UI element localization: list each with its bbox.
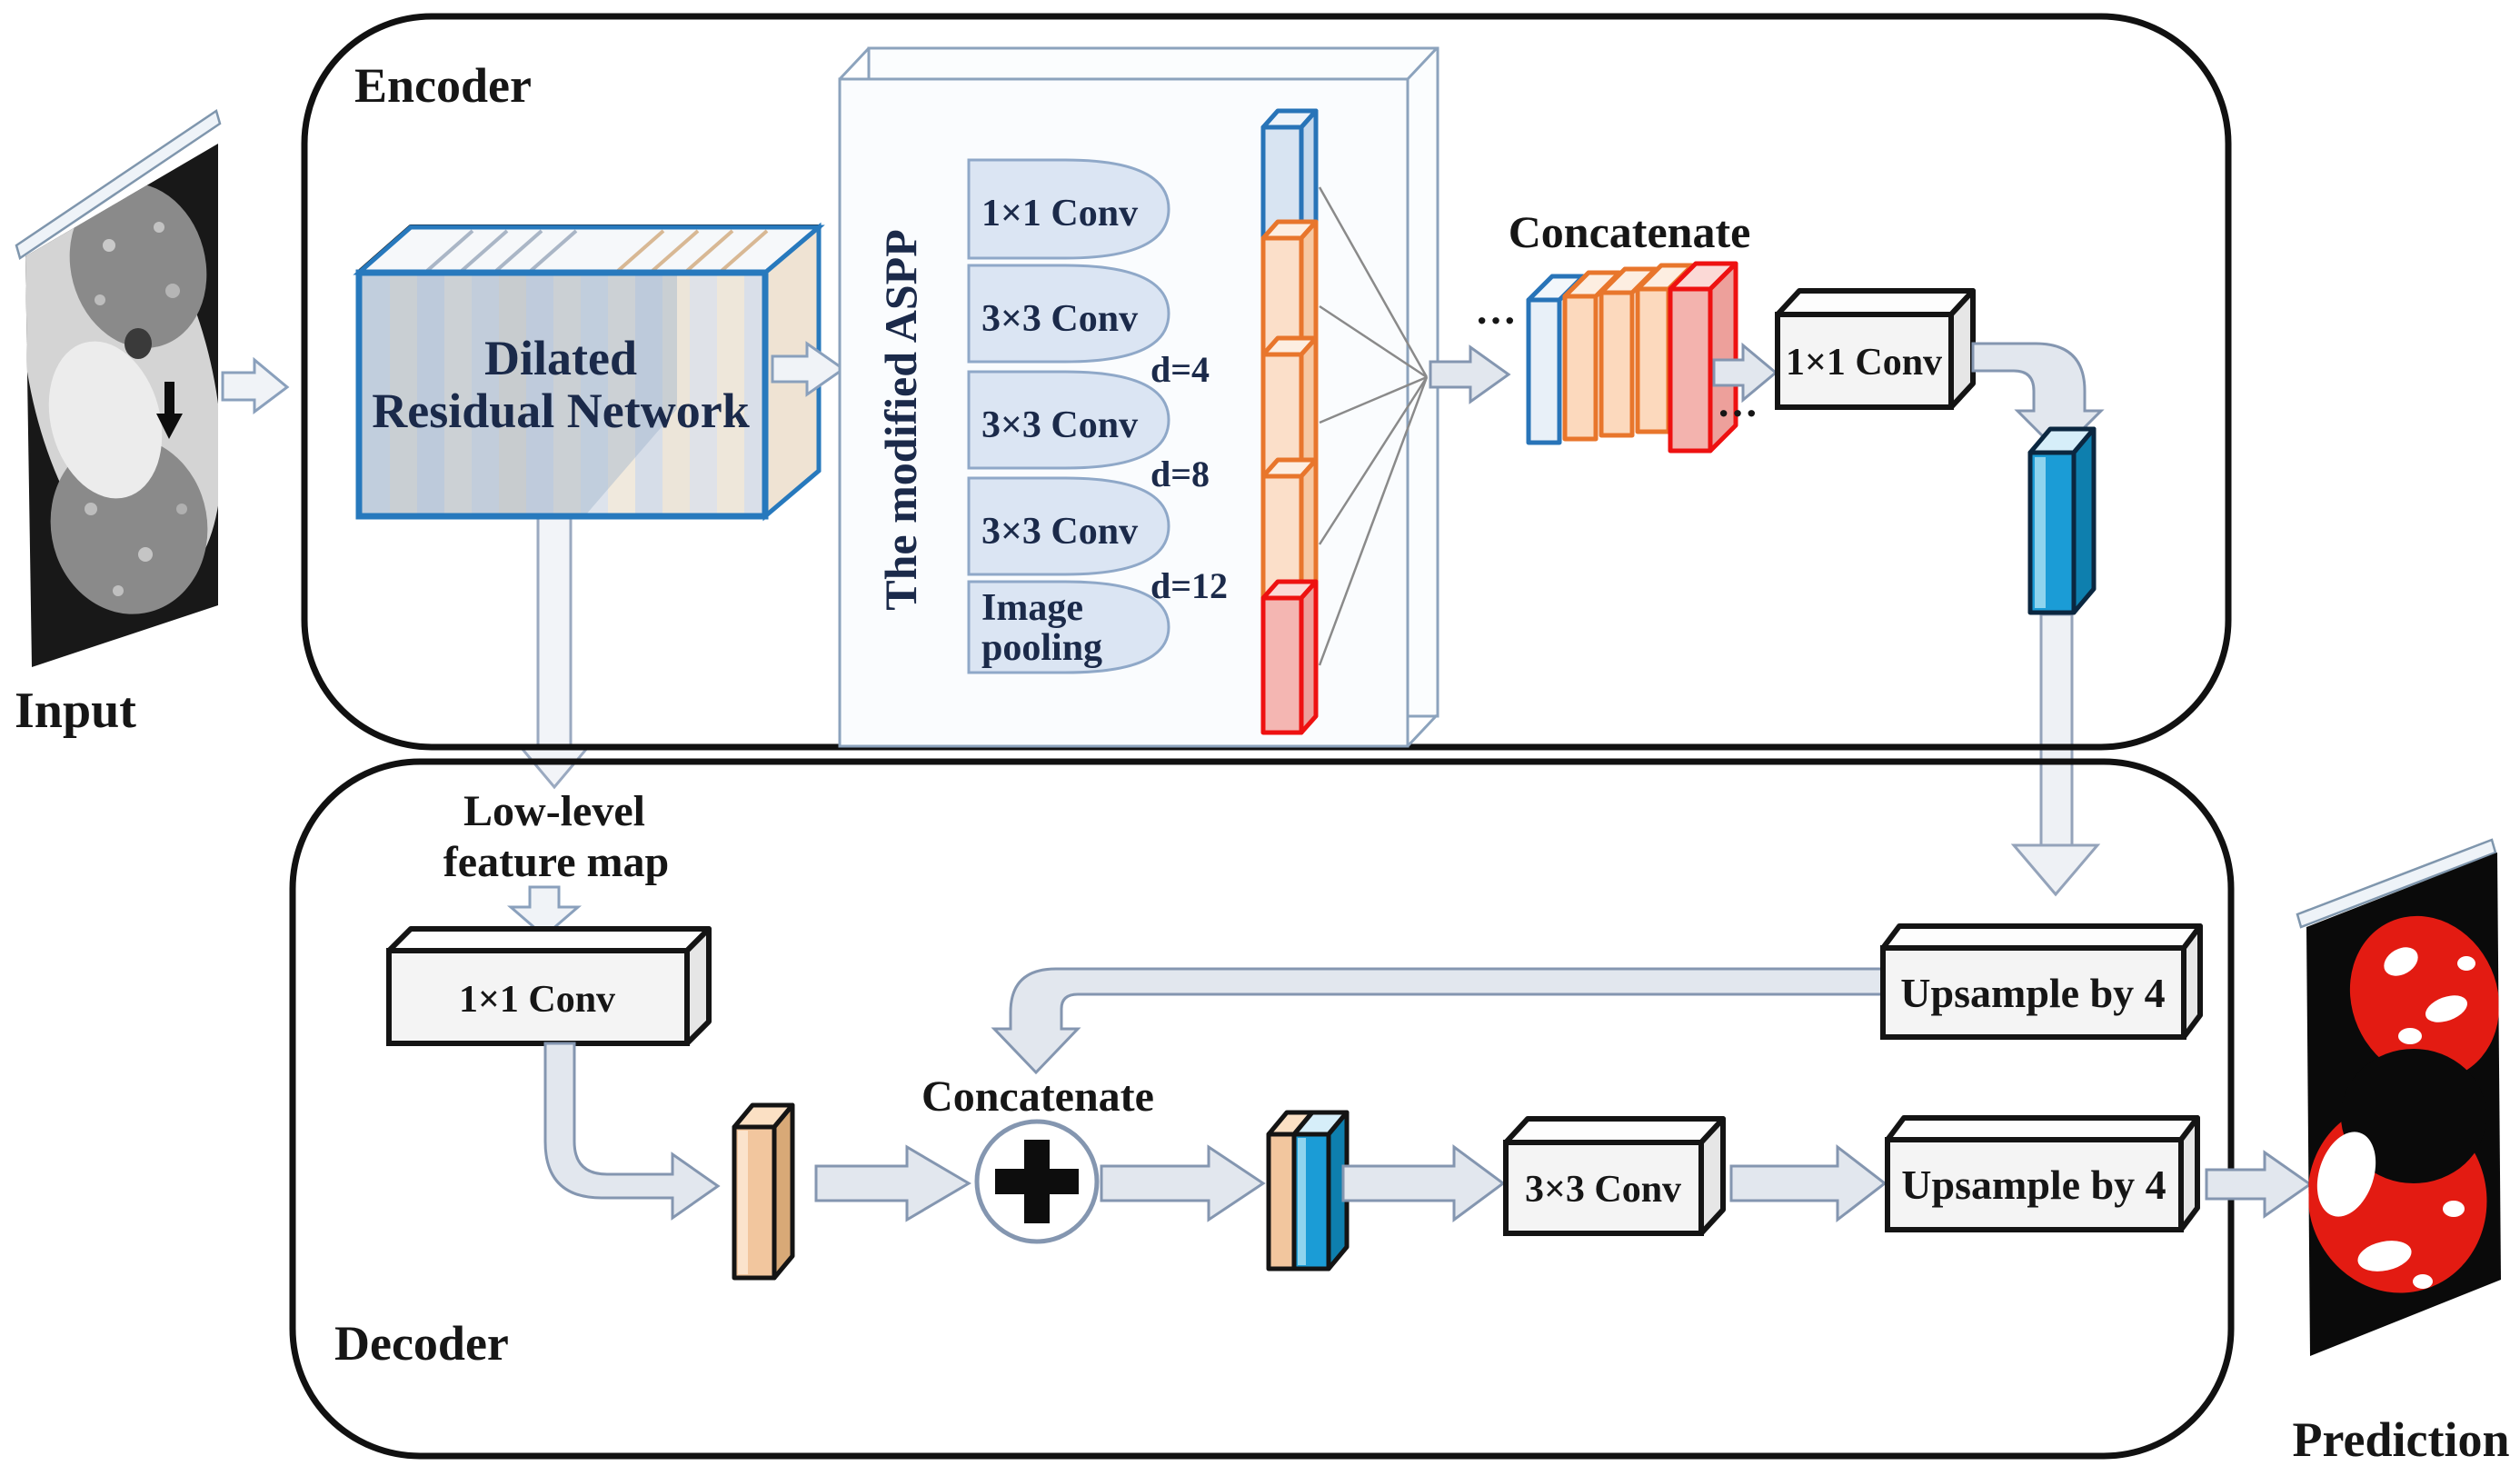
encoder-to-decoder-pipe [2010, 613, 2101, 897]
prediction-image: Prediction [2293, 838, 2510, 1467]
aspp-fan-lines [1318, 186, 1429, 666]
aspp-branch-conv3x3-d4: 3×3 Conv d=4 [967, 264, 1210, 390]
upsample-to-prediction-arrow [2205, 1150, 2313, 1219]
aspp-branch-image-pooling: Image pooling [967, 580, 1170, 674]
aspp-branch-conv3x3-d8: 3×3 Conv d=8 [967, 370, 1210, 494]
prediction-top-strip [2296, 838, 2497, 929]
decoder-label: Decoder [334, 1316, 509, 1371]
aspp-branch-label: pooling [981, 627, 1102, 669]
drn-label-line2: Residual Network [372, 384, 750, 438]
low-level-label-line1: Low-level [463, 787, 645, 835]
aspp-branch-label: 3×3 Conv [981, 511, 1138, 553]
upsample-box-1: Upsample by 4 [1880, 923, 2203, 1040]
aspp-branch-label: 3×3 Conv [981, 404, 1138, 446]
conv1x1-encoder-label: 1×1 Conv [1786, 342, 1942, 384]
tan-to-plus-arrow [814, 1144, 971, 1222]
conv1x1-decoder-box: 1×1 Conv [386, 926, 712, 1046]
conv-to-tan-pipe [543, 1042, 721, 1221]
aspp-feature-slab-red [1260, 579, 1319, 735]
decoder-box [289, 758, 2235, 1460]
upsample-label-1: Upsample by 4 [1900, 970, 2165, 1016]
conv1x1-decoder-label: 1×1 Conv [459, 979, 615, 1021]
pair-to-conv3-arrow [1341, 1144, 1506, 1222]
ellipsis-left: ··· [1475, 297, 1517, 344]
conv3x3-decoder-box: 3×3 Conv [1503, 1116, 1726, 1236]
drn-label-line1: Dilated [484, 331, 637, 385]
aspp-branch-conv1x1: 1×1 Conv [967, 158, 1170, 260]
upsample-box-2: Upsample by 4 [1885, 1115, 2200, 1232]
prediction-label: Prediction [2293, 1412, 2510, 1467]
input-image: Input [15, 109, 222, 739]
drn-box: Dilated Residual Network [353, 222, 825, 522]
conv3x3-decoder-label: 3×3 Conv [1525, 1169, 1681, 1211]
skip-connection-pipe [991, 967, 1885, 1075]
aspp-branch-label: Image [981, 587, 1083, 629]
dilation-label: d=12 [1150, 565, 1228, 606]
input-annotation-arrow [156, 382, 183, 439]
aspp-branch-label: 3×3 Conv [981, 298, 1138, 340]
dilation-label: d=8 [1150, 454, 1210, 494]
encoder-label: Encoder [354, 58, 532, 113]
input-top-strip [15, 109, 222, 260]
plus-icon [995, 1140, 1079, 1223]
aspp-branch-conv3x3-d12: 3×3 Conv d=12 [967, 476, 1228, 606]
drn-to-aspp-arrow [771, 341, 846, 397]
dilation-label: d=4 [1150, 349, 1210, 390]
ellipsis-right: ··· [1717, 390, 1758, 436]
fused-feature-slab-pair [1266, 1110, 1350, 1272]
conv1x1-encoder-box: 1×1 Conv [1775, 288, 1976, 410]
stack-to-conv-arrow [1712, 342, 1778, 404]
input-label: Input [15, 683, 136, 739]
cyan-feature-slab [2027, 426, 2097, 615]
plus-to-pair-arrow [1100, 1144, 1266, 1222]
conv3-to-upsample-arrow [1729, 1143, 1888, 1223]
encoder-concatenate-label: Concatenate [1509, 206, 1751, 257]
concatenate-plus-circle [974, 1119, 1100, 1244]
input-to-encoder-arrow [221, 356, 290, 414]
low-level-label-line2: feature map [443, 838, 669, 886]
aspp-branch-label: 1×1 Conv [981, 193, 1138, 234]
decoder-concatenate-label: Concatenate [921, 1072, 1154, 1121]
low-level-down-arrow [506, 885, 583, 938]
concat-stack [1526, 261, 1738, 454]
aspp-title: The modified ASPP [875, 229, 926, 610]
upsample-label-2: Upsample by 4 [1901, 1162, 2166, 1208]
tan-feature-slab [732, 1102, 795, 1281]
aspp-output-arrow [1429, 344, 1511, 404]
aspp-panel: The modified ASPP 1×1 Conv 3×3 Conv d=4 … [838, 46, 1439, 748]
